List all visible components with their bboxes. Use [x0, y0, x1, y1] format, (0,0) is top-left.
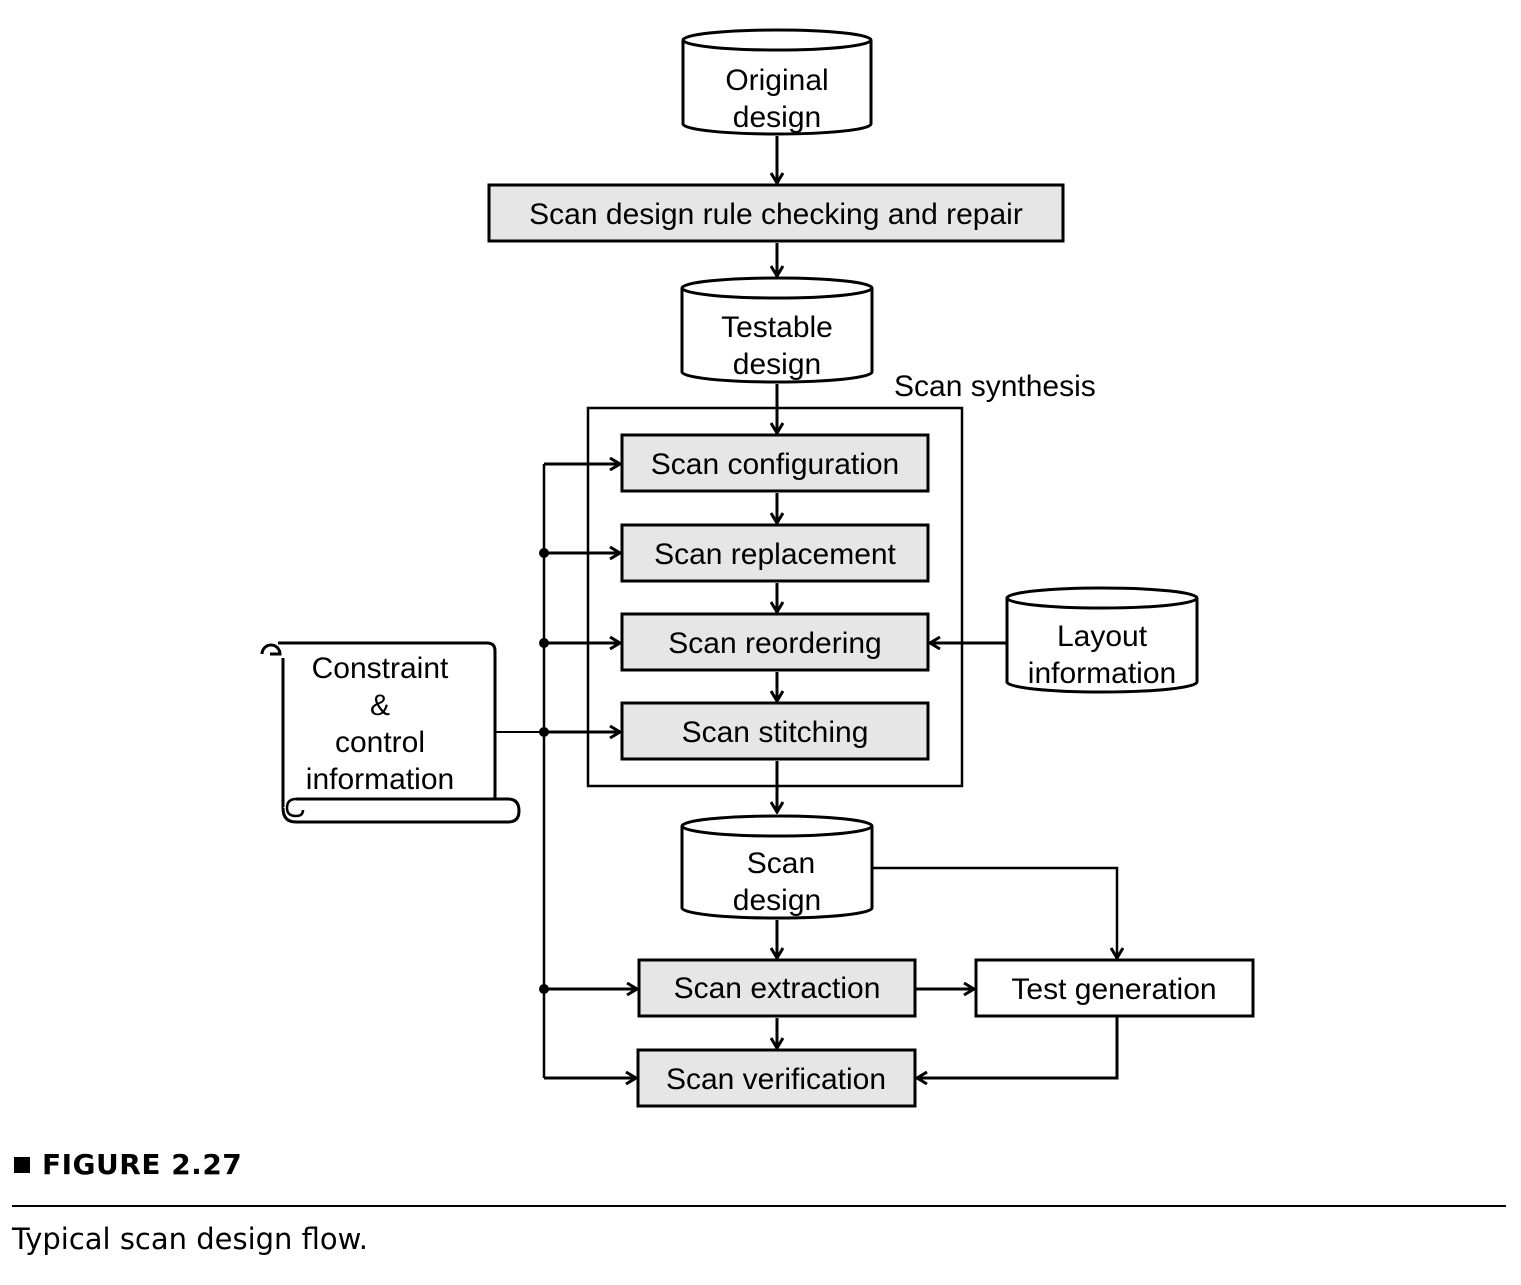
svg-text:Scan design rule checking and: Scan design rule checking and repair [529, 198, 1023, 231]
svg-text:Scan: Scan [747, 847, 815, 880]
svg-text:Scan replacement: Scan replacement [654, 538, 896, 571]
testable-design-node: Testable design [680, 276, 874, 384]
original-design-node: Original design [681, 28, 873, 136]
junction-dot [539, 548, 549, 558]
scan-design-flow-diagram: Scan synthesis Original design Scan desi… [260, 28, 1255, 1108]
svg-text:&: & [370, 689, 390, 722]
svg-text:Testable: Testable [721, 311, 833, 344]
figure-label: FIGURE 2.27 [14, 1148, 242, 1181]
bullet-square-icon [14, 1156, 30, 1173]
svg-text:Original: Original [725, 64, 828, 97]
svg-text:design: design [733, 348, 821, 381]
scan-design-node: Scan design [680, 814, 874, 920]
scan-synthesis-label: Scan synthesis [894, 370, 1096, 403]
scan-reordering-node: Scan reordering [620, 612, 930, 672]
figure-number: FIGURE 2.27 [42, 1148, 243, 1181]
svg-text:Constraint: Constraint [312, 652, 449, 685]
edge-scan-design-to-test-generation [872, 866, 1117, 958]
svg-text:design: design [733, 101, 821, 134]
scan-design-rule-node: Scan design rule checking and repair [487, 183, 1065, 243]
svg-text:Scan verification: Scan verification [666, 1063, 886, 1096]
figure-caption: Typical scan design flow. [12, 1222, 368, 1256]
divider [12, 1205, 1506, 1207]
junction-dot [539, 727, 549, 737]
test-generation-node: Test generation [974, 958, 1255, 1018]
scan-verification-node: Scan verification [636, 1048, 917, 1108]
svg-text:Test generation: Test generation [1011, 973, 1216, 1006]
scan-configuration-node: Scan configuration [620, 433, 930, 493]
svg-text:Layout: Layout [1057, 620, 1148, 653]
edge-test-generation-to-verification [917, 1016, 1119, 1078]
svg-text:Scan reordering: Scan reordering [668, 627, 881, 660]
scan-replacement-node: Scan replacement [620, 523, 930, 583]
junction-dot [539, 638, 549, 648]
scan-extraction-node: Scan extraction [637, 958, 917, 1018]
scan-stitching-node: Scan stitching [620, 701, 930, 761]
svg-text:information: information [306, 763, 454, 796]
svg-text:Scan extraction: Scan extraction [674, 972, 881, 1005]
svg-text:information: information [1028, 657, 1176, 690]
junction-dot [539, 984, 549, 994]
svg-text:Scan stitching: Scan stitching [682, 716, 869, 749]
svg-text:design: design [733, 884, 821, 917]
scan-synthesis-box [586, 406, 964, 788]
constraint-control-node: Constraint & control information [260, 641, 521, 824]
svg-text:control: control [335, 726, 425, 759]
layout-information-node: Layout information [1005, 586, 1199, 694]
svg-text:Scan configuration: Scan configuration [651, 448, 900, 481]
